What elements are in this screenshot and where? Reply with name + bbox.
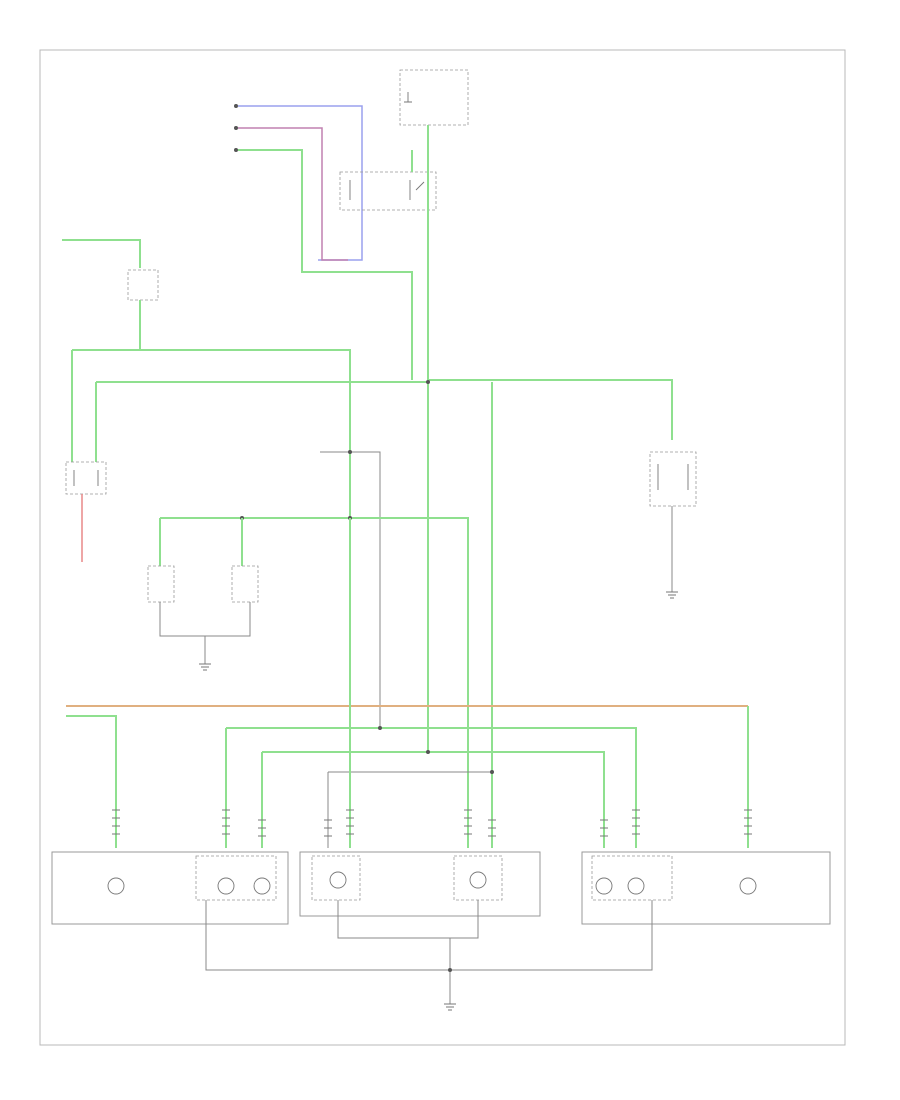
- junction-1: [348, 450, 352, 454]
- bottom-right-assembly: [581, 851, 831, 925]
- bottom-right-bulb-2: [627, 877, 645, 895]
- connector-6: [464, 809, 472, 835]
- connector-9: [632, 809, 640, 835]
- input-terminal-3: [234, 148, 238, 152]
- mid-lamp-bus: [160, 517, 469, 848]
- purple-wire: [238, 127, 348, 261]
- bottom-center-bulb-2: [469, 871, 487, 889]
- bottom-bus-2: [262, 751, 605, 848]
- junction-2: [426, 380, 430, 384]
- connector-3: [258, 819, 266, 837]
- connector-10: [744, 809, 752, 835]
- bottom-left-bulb-3: [253, 877, 271, 895]
- bottom-ground-bus: [205, 900, 653, 971]
- input-terminal-2: [234, 126, 238, 130]
- bottom-right-bulb-3: [739, 877, 757, 895]
- mid-lamp-right: [231, 565, 259, 603]
- right-module: [649, 451, 697, 507]
- junction-5: [378, 726, 382, 730]
- bottom-left-inner: [195, 855, 277, 901]
- connector-1: [112, 809, 120, 835]
- right-module-contacts: [657, 464, 689, 490]
- bottom-center-ground-wire: [337, 900, 479, 939]
- diagram-frame: [39, 49, 846, 1046]
- green-input-wire: [238, 149, 413, 380]
- bottom-left-bulb-1: [107, 877, 125, 895]
- junction-6: [426, 750, 430, 754]
- bottom-center-assembly: [299, 851, 541, 917]
- connector-symbols: [112, 809, 752, 837]
- bottom-left-assembly: [51, 851, 289, 925]
- bottom-center-left-inner: [311, 855, 361, 901]
- bottom-ground-symbol: [444, 1003, 456, 1011]
- bottom-center-right-inner: [453, 855, 503, 901]
- connector-4: [324, 819, 332, 837]
- left-fuse-block: [127, 269, 159, 301]
- bottom-bus-1: [226, 727, 637, 848]
- left-bottom-feed: [66, 715, 117, 848]
- left-fuse-feed: [62, 239, 141, 268]
- bottom-left-bulb-2: [217, 877, 235, 895]
- connector-8: [600, 819, 608, 837]
- junction-8: [448, 968, 452, 972]
- input-wires: [234, 104, 413, 380]
- blue-wire: [238, 105, 363, 261]
- right-ground-symbol: [666, 591, 678, 599]
- connector-5: [346, 809, 354, 835]
- bottom-right-bulb-1: [595, 877, 613, 895]
- bottom-center-bulb-1: [329, 871, 347, 889]
- bottom-right-inner: [591, 855, 673, 901]
- connector-2: [222, 809, 230, 835]
- connector-7: [488, 819, 496, 837]
- junction-7: [490, 770, 494, 774]
- top-fuse-block: [399, 69, 469, 126]
- switch-body: [339, 171, 437, 211]
- left-module-contacts: [73, 470, 99, 486]
- mid-lamp-left: [147, 565, 175, 603]
- mid-ground-wire: [159, 602, 251, 664]
- mid-ground-symbol: [199, 663, 211, 671]
- top-fuse-symbol: [404, 92, 412, 103]
- center-gray-wire: [320, 451, 381, 728]
- bus-right-branch: [428, 379, 673, 440]
- bus-upper: [72, 349, 351, 520]
- left-module: [65, 461, 107, 495]
- switch-contacts: [349, 180, 425, 200]
- input-terminal-1: [234, 104, 238, 108]
